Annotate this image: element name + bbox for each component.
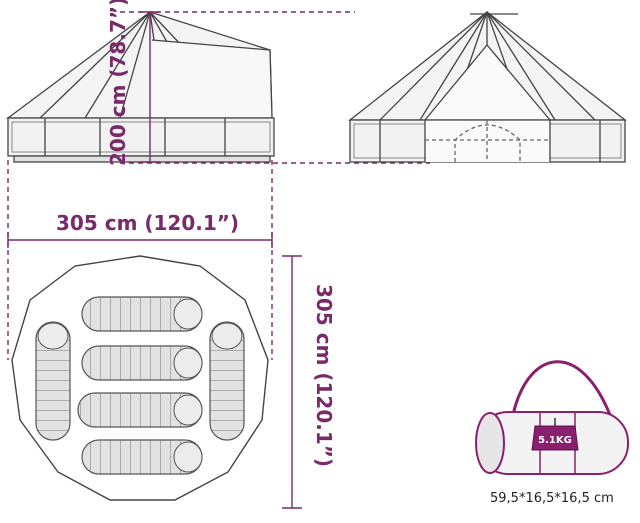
bag-handle: [510, 360, 614, 421]
weight-label: 5.1KG: [538, 435, 572, 446]
weight-tag: [531, 425, 579, 451]
depth-dimension: [282, 255, 302, 509]
tent-front-view: [348, 11, 627, 163]
width-dimension: [7, 160, 273, 360]
height-label: 200 cm (78.7”): [106, 0, 130, 166]
floor-plan: [11, 255, 269, 501]
sleeping-bag: [77, 392, 203, 428]
height-dimension: [120, 11, 430, 164]
sleeping-bag: [81, 439, 203, 475]
sleeping-bag: [81, 345, 203, 381]
width-label: 305 cm (120.1”): [56, 211, 239, 235]
depth-label: 305 cm (120.1”): [312, 284, 336, 467]
carry-bag: 5.1KG: [475, 360, 629, 475]
tent-side-view: [6, 11, 275, 163]
sleeping-bag: [81, 296, 203, 332]
sleeping-bag: [209, 321, 245, 441]
bag-size-label: 59,5*16,5*16,5 cm: [490, 491, 614, 506]
sleeping-bag: [35, 321, 71, 441]
